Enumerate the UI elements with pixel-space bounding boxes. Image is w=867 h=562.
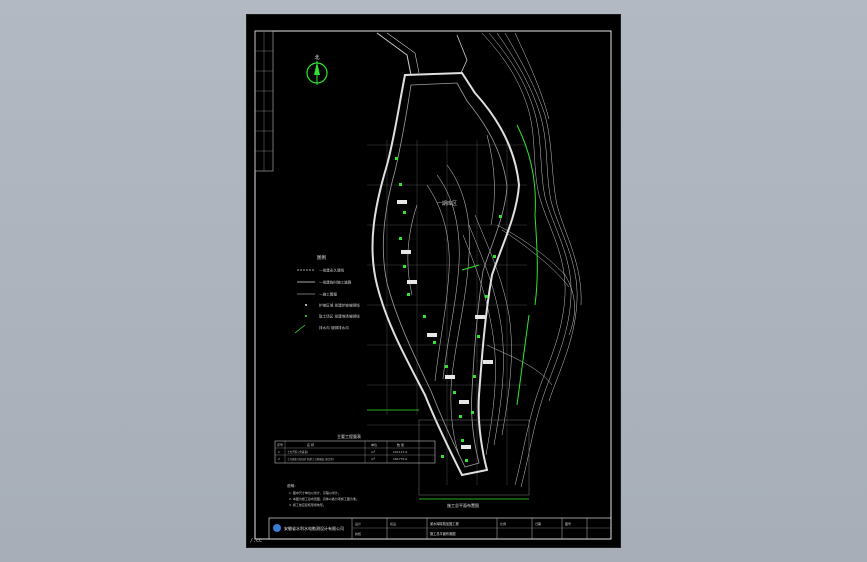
table-cell: 名 称 bbox=[307, 442, 314, 447]
title-block-date: 日期 bbox=[535, 521, 541, 526]
quantities-table: 主要工程量表 序号 名 称 单位 数 量 1 土方开挖 (含清基) m³ 101… bbox=[274, 433, 436, 464]
survey-markers bbox=[395, 157, 502, 462]
table-cell: 数 量 bbox=[397, 442, 404, 447]
title-block-sheet-no: 图号 bbox=[565, 521, 571, 526]
north-arrow-icon: 北 bbox=[306, 54, 328, 85]
title-block-design: 设计 bbox=[355, 521, 361, 526]
table-cell: 土方开挖 (含清基) bbox=[287, 450, 308, 454]
notes-title: 说明： bbox=[287, 483, 298, 488]
title-block-project: 某水库除险加固工程 bbox=[430, 521, 459, 526]
note-line: 1. 图中尺寸单位以米计，高程以米计。 bbox=[289, 490, 341, 495]
table-cell: 181770.0 bbox=[393, 457, 407, 461]
drawing-canvas: 北 bbox=[254, 30, 612, 540]
legend-title: 图例 bbox=[317, 254, 326, 261]
legend: 图例 —拟建永久堤线 —拟建临时施工道路 —施工围堰 护坡区域 拟建护坡坡脚线 … bbox=[294, 254, 360, 334]
notes: 说明： 1. 图中尺寸单位以米计，高程以米计。 2. 本图为施工总布置图，具体以… bbox=[287, 483, 359, 507]
title-block-check: 校核 bbox=[355, 531, 361, 536]
title-block-drawing-name: 施工总平面布置图 bbox=[430, 531, 456, 536]
corner-text: /.cc bbox=[250, 538, 263, 544]
table-cell: 序号 bbox=[277, 442, 283, 447]
legend-item-0: —拟建永久堤线 bbox=[319, 268, 345, 273]
title-block[interactable]: 安徽省水利水电勘测设计有限公司 设计 校核 初设 某水库除险加固工程 施工总平面… bbox=[268, 517, 612, 540]
grid-extension bbox=[418, 419, 530, 496]
coordinate-grid bbox=[367, 140, 527, 485]
company-logo-icon bbox=[273, 524, 281, 532]
plan-title: 施工总平面布置图 bbox=[447, 502, 479, 508]
legend-item-3: 护坡区域 拟建护坡坡脚线 bbox=[319, 303, 360, 308]
note-line: 2. 本图为施工总布置图，具体以各分项施工图为准。 bbox=[289, 496, 359, 501]
reservoir-plan[interactable] bbox=[371, 32, 521, 477]
north-label: 北 bbox=[314, 54, 319, 61]
legend-item-1: —拟建临时施工道路 bbox=[319, 280, 352, 285]
table-cell: m³ bbox=[371, 450, 376, 454]
legend-item-5: 排水沟 坡脚排水沟 bbox=[319, 325, 349, 330]
cad-drawing-sheet[interactable]: 北 bbox=[246, 14, 621, 548]
company-name: 安徽省水利水电勘测设计有限公司 bbox=[284, 525, 344, 531]
plan-label-boxes bbox=[397, 200, 493, 449]
legend-item-4: 取土场区 拟建堆场坡脚线 bbox=[319, 314, 360, 319]
legend-item-2: —施工围堰 bbox=[319, 292, 337, 297]
table-cell: 单位 bbox=[371, 442, 377, 447]
table-cell: 2 bbox=[278, 457, 280, 461]
table-cell: m³ bbox=[371, 457, 376, 461]
table-cell: 土方回填 (含压实) 防渗土工膜铺设 (复合型) bbox=[287, 457, 334, 461]
binding-strip-lines bbox=[255, 31, 273, 171]
table-title: 主要工程量表 bbox=[337, 433, 361, 439]
title-block-stage: 初设 bbox=[390, 521, 396, 526]
terrain-contours bbox=[462, 32, 582, 488]
lake-label: 一期库区 bbox=[437, 200, 457, 207]
table-cell: 1 bbox=[278, 450, 280, 454]
note-line: 3. 施工前应复核现场地形。 bbox=[289, 502, 326, 507]
drainage-lines bbox=[461, 124, 538, 406]
table-cell: 101117.0 bbox=[393, 450, 407, 454]
title-block-scale: 比例 bbox=[500, 521, 506, 526]
